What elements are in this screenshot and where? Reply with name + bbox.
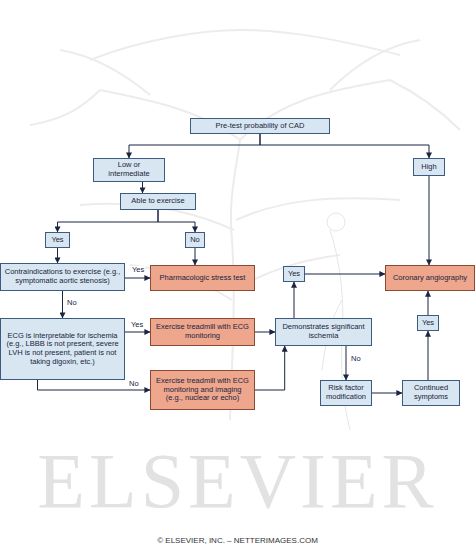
edge-label: No [66, 299, 78, 307]
box-text: Contraindications to exercise (e.g., sym… [4, 268, 121, 285]
box-text: Yes [422, 319, 434, 328]
edge-label: Yes [131, 266, 145, 274]
decision-box: Yes [283, 266, 305, 282]
box-text: Exercise treadmill with ECG monitoring [154, 323, 251, 340]
connector [158, 210, 195, 232]
connector [372, 393, 402, 394]
connector [38, 380, 151, 390]
connector [125, 278, 150, 279]
edge-label: Yes [130, 321, 144, 329]
watermark: ELSEVIER [0, 436, 475, 526]
connector [428, 331, 429, 380]
decision-box: High [413, 158, 445, 176]
decision-box: Yes [45, 232, 70, 248]
decision-box: Risk factor modification [320, 380, 372, 406]
test-box: Pharmacologic stress test [150, 265, 255, 291]
connector [429, 176, 430, 265]
decision-box: Continued symptoms [402, 380, 460, 406]
connector [125, 332, 150, 333]
connector [129, 134, 260, 158]
box-text: Demonstrates significant ischemia [279, 323, 368, 340]
decision-box: Low or intermediate [93, 158, 165, 182]
connector [58, 210, 159, 232]
connector [428, 291, 429, 315]
connector [294, 282, 295, 318]
box-text: High [421, 163, 436, 172]
box-text: Pharmacologic stress test [160, 274, 246, 283]
box-text: Pre-test probability of CAD [216, 122, 305, 131]
box-text: Low or intermediate [97, 161, 161, 178]
decision-box: Pre-test probability of CAD [190, 118, 330, 134]
test-box: Exercise treadmill with ECG monitoring a… [150, 370, 255, 410]
box-text: Coronary angiography [393, 274, 467, 283]
box-text: Continued symptoms [406, 384, 456, 401]
box-text: Risk factor modification [324, 384, 368, 401]
box-text: Yes [51, 236, 63, 245]
decision-box: Able to exercise [120, 193, 196, 210]
connector [62, 291, 63, 318]
connector [305, 274, 385, 275]
test-box: Coronary angiography [385, 265, 475, 291]
decision-box: Contraindications to exercise (e.g., sym… [0, 263, 125, 291]
edge-label: No [350, 355, 362, 363]
decision-box: Yes [417, 315, 439, 331]
connector [195, 248, 196, 265]
connector [255, 346, 285, 390]
box-text: Yes [288, 270, 300, 279]
box-text: Able to exercise [131, 197, 184, 206]
edge-label: No [128, 380, 140, 388]
connector [346, 346, 347, 380]
test-box: Exercise treadmill with ECG monitoring [150, 318, 255, 346]
decision-box: ECG is interpretable for ischemia (e.g.,… [0, 318, 125, 380]
box-text: ECG is interpretable for ischemia (e.g.,… [4, 332, 121, 367]
connector [255, 332, 275, 333]
copyright-note: © ELSEVIER, INC. – NETTERIMAGES.COM [0, 536, 475, 545]
box-text: No [190, 236, 200, 245]
box-text: Exercise treadmill with ECG monitoring a… [154, 377, 251, 403]
connector [57, 248, 58, 263]
connector [142, 182, 143, 193]
decision-box: No [185, 232, 205, 248]
connector [260, 134, 429, 158]
decision-box: Demonstrates significant ischemia [275, 318, 372, 346]
